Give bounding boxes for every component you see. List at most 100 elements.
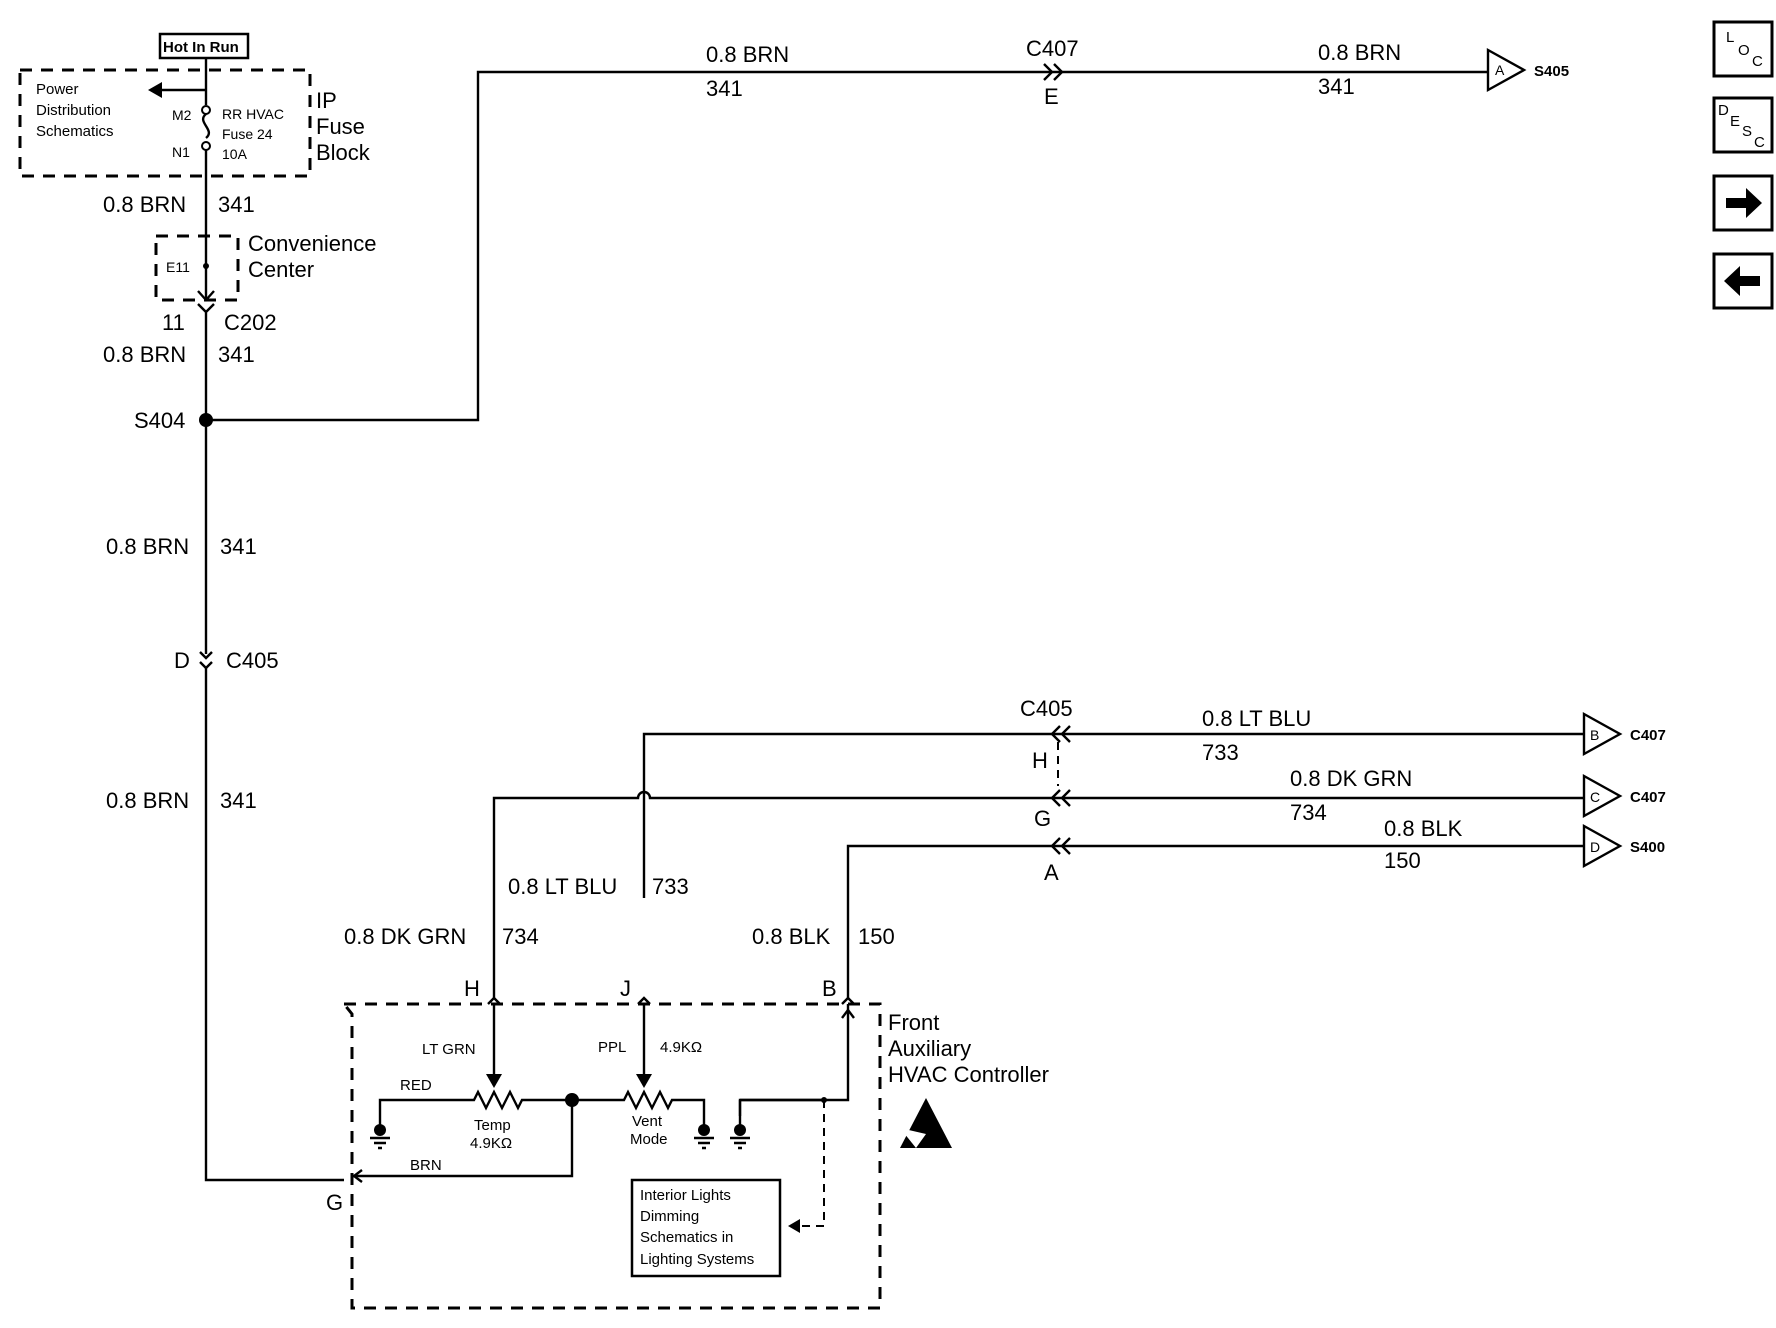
c407-top-label: C407 [1026,36,1079,61]
ild-line4: Lighting Systems [640,1251,754,1268]
brn-label: BRN [410,1157,442,1174]
hot-in-run-box: Hot In Run [158,32,250,60]
temp-label-line2: 4.9KΩ [470,1135,512,1152]
top-right-wire-color: 0.8 BRN [1318,40,1401,65]
c405-pin-g-connector [1050,789,1071,807]
dimming-arrow-icon [788,1219,800,1233]
ltblu-733-wire [642,732,1584,898]
blk-right-circuit: 150 [1384,848,1421,873]
c405-connector-d [199,651,213,670]
svg-text:C: C [1754,134,1765,151]
ild-line1: Interior Lights [640,1187,731,1204]
c202-label: C202 [224,310,277,335]
ltblu-right-circuit: 733 [1202,740,1239,765]
n1-pin-label: N1 [172,144,190,160]
ip-label-line3: Block [316,140,371,165]
fuse-label-line2: Fuse 24 [222,126,273,142]
controller-label-line2: Auxiliary [888,1036,971,1061]
loc-button[interactable]: L O C [1712,20,1774,78]
forward-button[interactable] [1712,174,1774,232]
power-dist-line2: Distribution [36,102,111,119]
ground-dimming-icon [730,1098,824,1150]
esd-warning-icon [900,1098,952,1148]
top-left-wire-circuit: 341 [706,76,743,101]
ip-label-line2: Fuse [316,114,365,139]
ppl-label: PPL [598,1039,626,1056]
svg-text:O: O [1738,42,1750,59]
wire1-color: 0.8 BRN [103,192,186,217]
offpage-a-dest: S405 [1534,63,1569,80]
svg-text:C: C [1752,53,1763,70]
convenience-center-outline [154,234,240,302]
e11-label: E11 [166,259,190,275]
fuse-label-line3: 10A [222,146,248,162]
offpage-arrow-c: C [1582,773,1623,819]
svg-text:A: A [1495,62,1505,78]
fuse-symbol-icon [201,58,211,234]
back-button[interactable] [1712,252,1774,310]
ground-left-icon [370,1124,390,1150]
offpage-b-dest: C407 [1630,727,1666,744]
ip-fuse-block-outline [18,68,312,178]
svg-text:L: L [1726,29,1734,46]
svg-text:E: E [1730,113,1740,130]
ltblu-vert-circuit: 733 [652,874,689,899]
c405-pin-h: H [1032,748,1048,773]
top-wire-341 [206,70,1488,422]
top-right-wire-circuit: 341 [1318,74,1355,99]
ltblu-vert-color: 0.8 LT BLU [508,874,617,899]
offpage-c-dest: C407 [1630,789,1666,806]
temp-label-line1: Temp [474,1117,511,1134]
wire2-color: 0.8 BRN [103,342,186,367]
c405-label: C405 [226,648,279,673]
temp-resistor-icon [378,1089,572,1126]
blk-vert-circuit: 150 [858,924,895,949]
offpage-arrow-b: B [1582,711,1623,757]
c405-pin-g: G [1034,806,1051,831]
ground-vent-icon [694,1124,714,1150]
blk-right-color: 0.8 BLK [1384,816,1463,841]
svg-text:D: D [1718,102,1729,119]
c405-pin-d: D [174,648,190,673]
power-dist-line3: Schematics [36,123,114,140]
wire2-circuit: 341 [218,342,255,367]
blk-150-wire [846,844,1584,998]
red-label: RED [400,1077,432,1094]
ctrl-pin-h: H [464,976,480,1001]
controller-label-line1: Front [888,1010,939,1035]
wire1-circuit: 341 [218,192,255,217]
vent-label-line2: Mode [630,1131,668,1148]
res-49k-top: 4.9KΩ [660,1039,702,1056]
dkgrn-vert-color: 0.8 DK GRN [344,924,466,949]
convenience-label-line2: Center [248,257,314,282]
ild-line3: Schematics in [640,1229,733,1246]
brn-internal-wire [352,1100,574,1178]
fuse-label-line1: RR HVAC [222,106,284,122]
power-feed-arrow-icon [148,82,162,98]
svg-text:D: D [1590,839,1600,855]
hot-in-run-label: Hot In Run [163,39,239,56]
dimming-dashed-wire [800,1100,825,1227]
wire3-circuit: 341 [220,534,257,559]
c405-pin-a: A [1044,860,1059,885]
dkgrn-734-wire [492,790,1584,998]
convenience-label-line1: Convenience [248,231,376,256]
svg-text:C: C [1590,789,1600,805]
interior-lights-box [630,1178,782,1278]
wire4-color: 0.8 BRN [106,788,189,813]
controller-outline [342,1002,882,1310]
main-wire-lower [204,668,344,1182]
c407-pin-e: E [1044,84,1059,109]
lt-grn-label: LT GRN [422,1041,476,1058]
ctrl-pin-j: J [620,976,631,1001]
offpage-arrow-a: A [1486,47,1527,93]
power-dist-line1: Power [36,81,79,98]
vent-label-line1: Vent [632,1113,663,1130]
ild-line2: Dimming [640,1208,699,1225]
dkgrn-vert-circuit: 734 [502,924,539,949]
arrow-left-icon [1724,266,1760,296]
ip-label-line1: IP [316,88,337,113]
c202-connector [197,303,215,420]
c405-pin-h-connector [1050,725,1071,743]
desc-button[interactable]: D E S C [1712,96,1774,154]
